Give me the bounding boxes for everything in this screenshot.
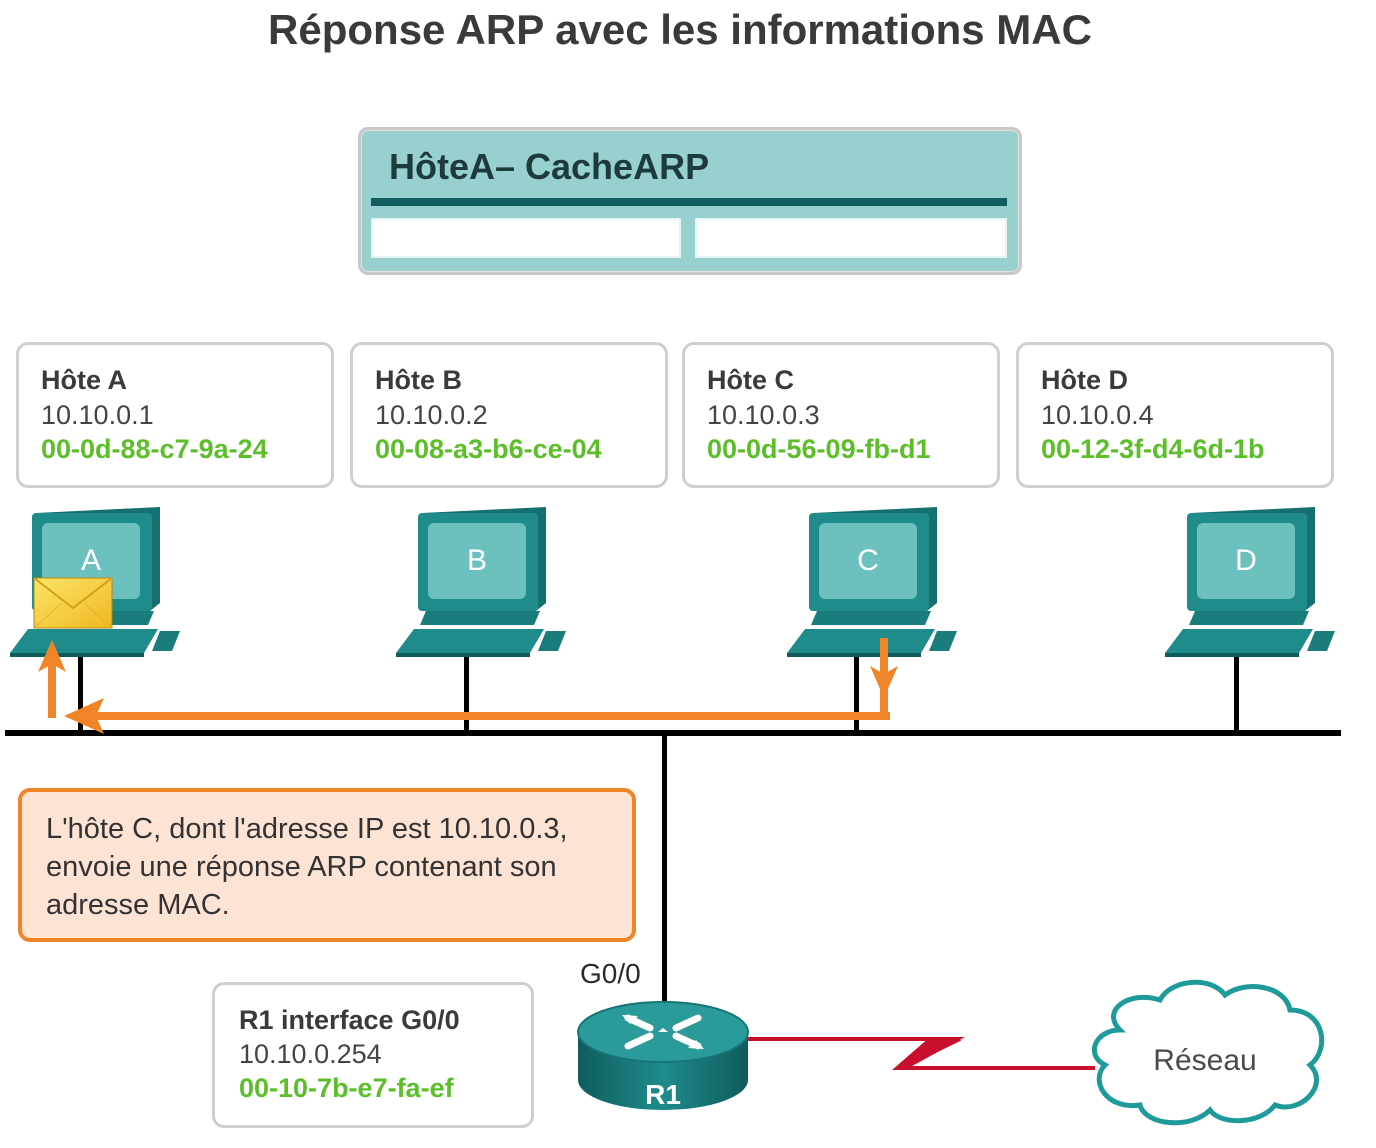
host-mac: 00-0d-88-c7-9a-24 (41, 434, 268, 464)
router-interface-label: G0/0 (580, 958, 641, 989)
host-a-info-box: Hôte A 10.10.0.1 00-0d-88-c7-9a-24 (16, 342, 334, 488)
host-c-drop-line (854, 652, 859, 732)
desktop-pc-icon: B (396, 507, 566, 657)
diagram-title: Réponse ARP avec les informations MAC (268, 6, 1092, 53)
keyboard (10, 629, 158, 653)
host-ip: 10.10.0.4 (1041, 400, 1154, 430)
host-ip: 10.10.0.2 (375, 400, 488, 430)
arrow-left-head (64, 698, 104, 734)
callout-text: L'hôte C, dont l'adresse IP est 10.10.0.… (46, 813, 568, 921)
mouse (152, 631, 180, 651)
desktop-pc-icon: C (787, 507, 957, 657)
router-info-ip: 10.10.0.254 (239, 1039, 382, 1069)
pc-label: C (857, 544, 879, 577)
keyboard (1165, 629, 1313, 653)
arrow-up-head (38, 640, 66, 672)
arrow-down-head (870, 666, 898, 698)
monitor-stand (420, 611, 540, 625)
host-mac: 00-0d-56-09-fb-d1 (707, 434, 931, 464)
arp-cache-mac-cell (695, 218, 1007, 258)
router-drop-line (662, 734, 667, 1004)
pc-label: D (1235, 544, 1257, 577)
host-mac: 00-12-3f-d4-6d-1b (1041, 434, 1265, 464)
keyboard (787, 629, 935, 653)
router-info-name: R1 interface G0/0 (239, 1005, 460, 1035)
host-b-drop-line (464, 652, 469, 732)
mouse (538, 631, 566, 651)
router-name-label: R1 (645, 1079, 681, 1110)
envelope-icon (33, 577, 113, 629)
router-info-box: R1 interface G0/0 10.10.0.254 00-10-7b-e… (212, 982, 534, 1128)
host-mac: 00-08-a3-b6-ce-04 (375, 434, 602, 464)
host-b-info-box: Hôte B 10.10.0.2 00-08-a3-b6-ce-04 (350, 342, 668, 488)
host-c-info-box: Hôte C 10.10.0.3 00-0d-56-09-fb-d1 (682, 342, 1000, 488)
monitor-screen (428, 523, 526, 599)
router-icon (577, 1001, 749, 1110)
cloud-icon (1091, 979, 1325, 1126)
host-d-drop-line (1234, 652, 1239, 732)
mouse (929, 631, 957, 651)
monitor-screen (819, 523, 917, 599)
host-d-info-box: Hôte D 10.10.0.4 00-12-3f-d4-6d-1b (1016, 342, 1334, 488)
arp-cache-header-bar (371, 198, 1007, 206)
host-name: Hôte B (375, 365, 462, 395)
monitor-screen (1197, 523, 1295, 599)
pc-label: B (467, 544, 487, 577)
arp-cache-title: HôteA– CacheARP (389, 146, 710, 187)
host-name: Hôte C (707, 365, 794, 395)
ethernet-bus-line (5, 730, 1341, 736)
explanation-callout: L'hôte C, dont l'adresse IP est 10.10.0.… (18, 788, 636, 942)
cloud-label: Réseau (1153, 1044, 1256, 1077)
arrow-horizontal-segment (80, 712, 890, 720)
arrow-up-segment (48, 660, 56, 718)
host-ip: 10.10.0.1 (41, 400, 154, 430)
pc-label: A (81, 544, 101, 577)
host-name: Hôte A (41, 365, 127, 395)
arp-cache-ip-cell (371, 218, 681, 258)
mouse (1307, 631, 1335, 651)
host-ip: 10.10.0.3 (707, 400, 820, 430)
arp-cache-table: HôteA– CacheARP (358, 127, 1022, 275)
monitor-stand (811, 611, 931, 625)
host-a-drop-line (78, 652, 83, 732)
monitor-stand (1189, 611, 1309, 625)
arp-reply-path-arrows (38, 638, 898, 734)
serial-link-bolt (892, 1037, 965, 1070)
keyboard (396, 629, 544, 653)
desktop-pc-icon: D (1165, 507, 1335, 657)
router-info-mac: 00-10-7b-e7-fa-ef (239, 1073, 454, 1103)
host-name: Hôte D (1041, 365, 1128, 395)
